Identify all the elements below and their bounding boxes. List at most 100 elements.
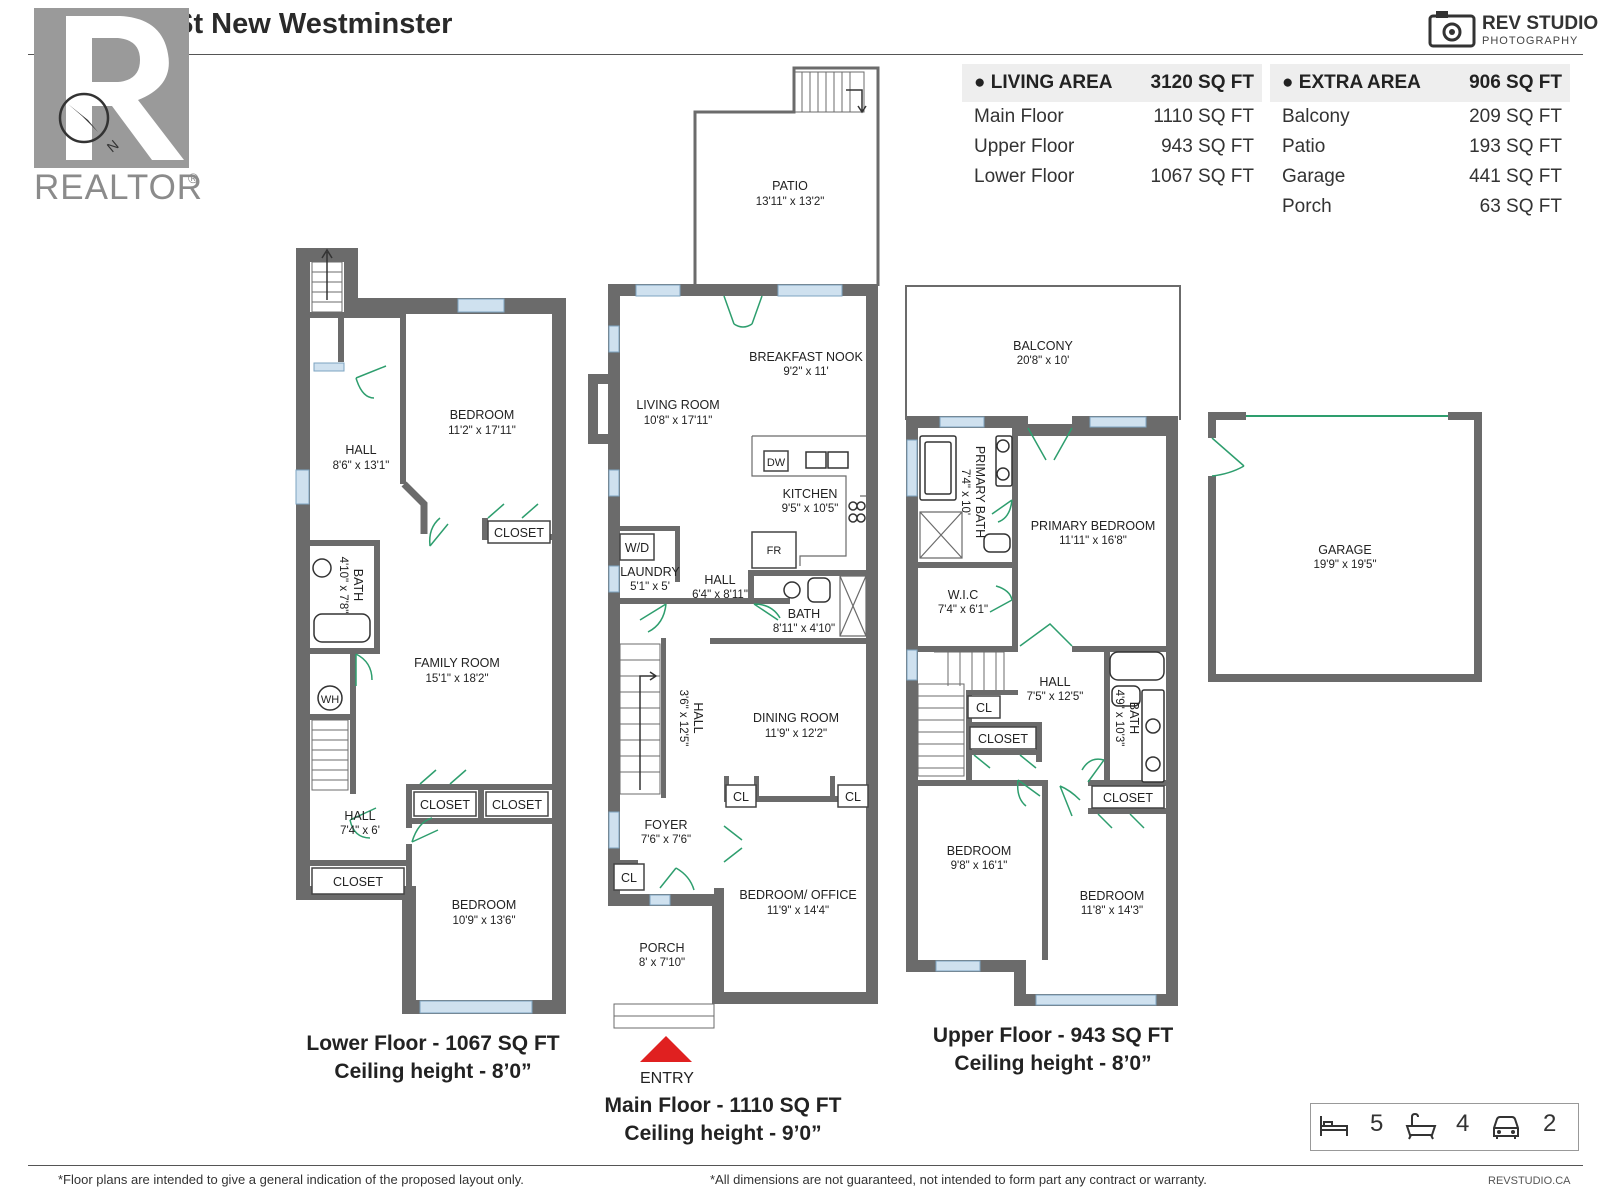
realtor-wordmark: REALTOR: [34, 168, 204, 207]
main-dining-dim: 11'9" x 12'2": [765, 728, 827, 740]
svg-text:DW: DW: [767, 457, 786, 469]
svg-text:CL: CL: [845, 790, 861, 804]
svg-text:HALL: HALL: [344, 809, 375, 823]
bathroom-count: 4: [1456, 1110, 1470, 1137]
upper-bedroom1-name: BEDROOM: [947, 844, 1012, 858]
main-living-name: LIVING ROOM: [636, 398, 719, 412]
footer-divider: [28, 1165, 1583, 1166]
main-foyer-dim: 7'6" x 7'6": [641, 834, 691, 846]
upper-pbath-dim: 7'4" x 10': [959, 469, 971, 515]
lower-closet1-name: CLOSET: [494, 526, 544, 540]
svg-text:W.I.C: W.I.C: [948, 588, 979, 602]
svg-text:11'9" x 12'2": 11'9" x 12'2": [765, 728, 827, 740]
footer-disclaimer-left: *Floor plans are intended to give a gene…: [58, 1172, 524, 1187]
svg-text:20'8" x 10': 20'8" x 10': [1017, 355, 1070, 367]
main-fr-label: FR: [767, 545, 782, 557]
main-patio-name: PATIO: [772, 179, 808, 193]
svg-text:BEDROOM: BEDROOM: [452, 898, 517, 912]
svg-text:4'10" x 7'8": 4'10" x 7'8": [337, 557, 349, 614]
upper-pbed-name: PRIMARY BEDROOM: [1031, 519, 1156, 533]
svg-text:19'9" x 19'5": 19'9" x 19'5": [1313, 559, 1376, 571]
bathtub-icon: [1405, 1112, 1437, 1140]
main-cl3-label: CL: [621, 871, 637, 885]
living-area-header: ● LIVING AREA 3120 SQ FT: [962, 64, 1262, 102]
svg-text:PRIMARY BEDROOM: PRIMARY BEDROOM: [1031, 519, 1156, 533]
svg-text:8'6" x 13'1": 8'6" x 13'1": [333, 460, 390, 472]
entry-label: ENTRY: [640, 1070, 694, 1087]
main-dining-name: DINING ROOM: [753, 711, 839, 725]
main-kitchen-name: KITCHEN: [783, 487, 838, 501]
svg-text:8' x 7'10": 8' x 7'10": [639, 957, 685, 969]
lower-floor-ceiling: Ceiling height - 8’0”: [334, 1060, 532, 1083]
svg-text:HALL: HALL: [691, 702, 705, 733]
bullet-icon: ●: [1282, 72, 1294, 93]
svg-text:BATH: BATH: [351, 569, 365, 601]
svg-text:11'9" x 14'4": 11'9" x 14'4": [767, 905, 829, 917]
main-office-dim: 11'9" x 14'4": [767, 905, 829, 917]
svg-text:BALCONY: BALCONY: [1013, 339, 1073, 353]
lower-bedroom1-name: BEDROOM: [450, 408, 515, 422]
lower-bath-dim: 4'10" x 7'8": [337, 557, 349, 614]
extra-area-label: EXTRA AREA: [1298, 72, 1421, 93]
main-porch-name: PORCH: [639, 941, 684, 955]
svg-text:11'2" x 17'11": 11'2" x 17'11": [448, 425, 516, 437]
main-dw-label: DW: [767, 457, 786, 469]
upper-wic-name: W.I.C: [948, 588, 979, 602]
living-area-total: 3120 SQ FT: [1150, 72, 1255, 93]
svg-text:CLOSET: CLOSET: [333, 875, 383, 889]
svg-text:7'4" x 6'1": 7'4" x 6'1": [938, 604, 988, 616]
footer-url: REVSTUDIO.CA: [1488, 1175, 1571, 1187]
upper-floor-area: Upper Floor - 943 SQ FT: [932, 1024, 1174, 1047]
main-nook-dim: 9'2" x 11': [783, 366, 828, 378]
upper-closet1-name: CLOSET: [978, 732, 1028, 746]
lower-family-name: FAMILY ROOM: [414, 656, 500, 670]
upper-bedroom2-dim: 11'8" x 14'3": [1081, 905, 1143, 917]
svg-text:6'4" x 8'11": 6'4" x 8'11": [692, 589, 748, 601]
svg-text:CL: CL: [976, 701, 992, 715]
bed-icon: [1320, 1116, 1348, 1136]
main-hall2-dim: 3'6" x 12'5": [677, 690, 689, 747]
main-kitchen-dim: 9'5" x 10'5": [782, 503, 839, 515]
svg-text:BATH: BATH: [1127, 702, 1141, 734]
svg-text:11'8" x 14'3": 11'8" x 14'3": [1081, 905, 1143, 917]
svg-text:DINING ROOM: DINING ROOM: [753, 711, 839, 725]
lower-hall2-name: HALL: [344, 809, 375, 823]
svg-text:7'4" x 10': 7'4" x 10': [959, 469, 971, 515]
main-foyer-name: FOYER: [644, 818, 687, 832]
lower-floor-plan: HALL 8'6" x 13'1" BEDROOM 11'2" x 17'11"…: [295, 248, 566, 1014]
svg-text:CL: CL: [733, 790, 749, 804]
main-hall1-dim: 6'4" x 8'11": [692, 589, 748, 601]
svg-text:7'4" x 6': 7'4" x 6': [340, 825, 380, 837]
svg-text:BREAKFAST NOOK: BREAKFAST NOOK: [749, 350, 863, 364]
svg-text:15'1" x 18'2": 15'1" x 18'2": [425, 673, 488, 685]
lower-family-dim: 15'1" x 18'2": [425, 673, 488, 685]
upper-bath-dim: 4'9" x 10'3": [1113, 690, 1125, 747]
main-wd-label: W/D: [625, 541, 649, 555]
svg-text:BEDROOM/ OFFICE: BEDROOM/ OFFICE: [739, 888, 856, 902]
svg-text:3'6" x 12'5": 3'6" x 12'5": [677, 690, 689, 747]
svg-text:9'2" x 11': 9'2" x 11': [783, 366, 828, 378]
svg-text:CLOSET: CLOSET: [978, 732, 1028, 746]
svg-text:KITCHEN: KITCHEN: [783, 487, 838, 501]
main-patio-dim: 13'11" x 13'2": [756, 196, 825, 208]
camera-icon: [1428, 11, 1476, 48]
main-porch-dim: 8' x 7'10": [639, 957, 685, 969]
upper-pbath-name: PRIMARY BATH: [973, 446, 987, 538]
upper-pbed-dim: 11'11" x 16'8": [1059, 535, 1127, 547]
svg-text:HALL: HALL: [345, 443, 376, 457]
main-cl1-label: CL: [733, 790, 749, 804]
svg-text:HALL: HALL: [1039, 675, 1070, 689]
realtor-logo: N: [34, 8, 189, 168]
extra-area-header: ● EXTRA AREA 906 SQ FT: [1270, 64, 1570, 102]
svg-text:7'6" x 7'6": 7'6" x 7'6": [641, 834, 691, 846]
svg-text:5'1" x 5': 5'1" x 5': [630, 581, 670, 593]
bedroom-count: 5: [1370, 1110, 1384, 1137]
main-hall2-name: HALL: [691, 702, 705, 733]
